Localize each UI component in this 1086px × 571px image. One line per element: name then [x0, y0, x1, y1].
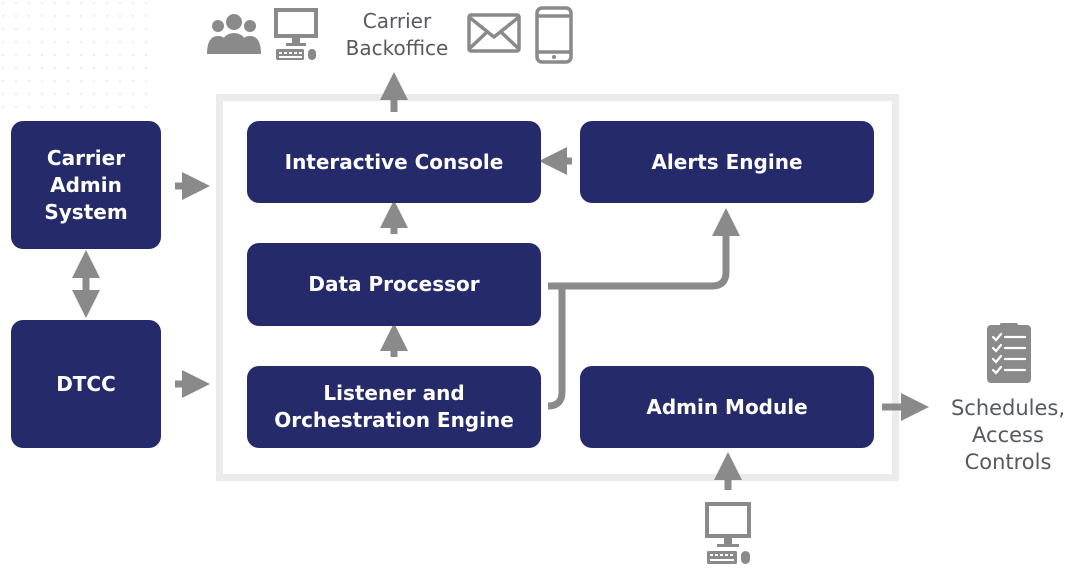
users-icon	[207, 14, 261, 54]
decorative-dot-grid	[0, 0, 150, 110]
schedules-access-controls-label: Schedules, Access Controls	[950, 396, 1066, 474]
dtcc-box: DTCC	[11, 320, 161, 448]
carrier-admin-system-box: Carrier Admin System	[11, 121, 161, 249]
checklist-icon	[987, 323, 1031, 383]
listener-orchestration-engine-box: Listener and Orchestration Engine	[247, 366, 541, 448]
admin-computer-icon	[705, 502, 751, 564]
mobile-phone-icon	[535, 6, 573, 64]
envelope-icon	[467, 13, 521, 53]
admin-module-box: Admin Module	[580, 366, 874, 448]
alerts-engine-box: Alerts Engine	[580, 121, 874, 203]
arrow-processor-to-alerts	[548, 208, 740, 290]
connector-listener-to-bus	[547, 286, 566, 410]
system-boundary-frame	[216, 94, 899, 481]
interactive-console-box: Interactive Console	[247, 121, 541, 203]
desktop-computer-icon	[274, 8, 318, 60]
data-processor-box: Data Processor	[247, 243, 541, 326]
carrier-backoffice-label: Carrier Backoffice	[345, 9, 449, 60]
